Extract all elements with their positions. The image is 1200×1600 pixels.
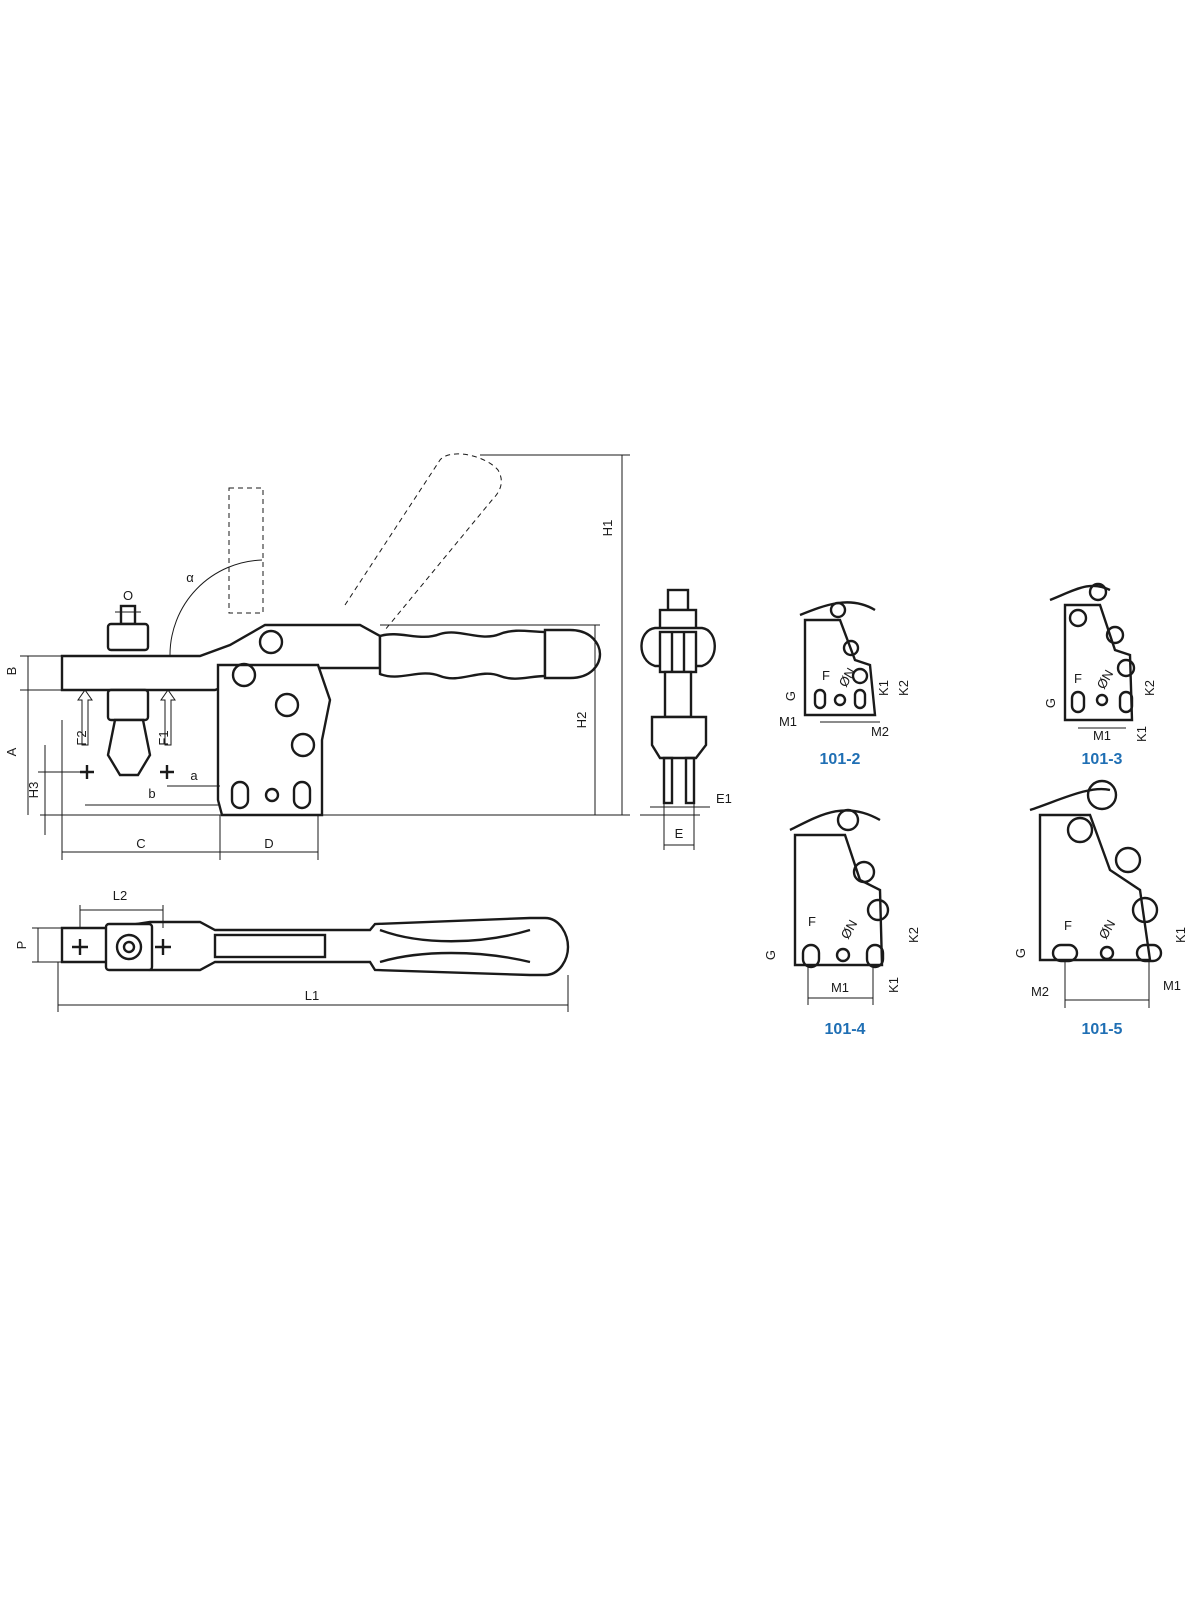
v2-G: G <box>1043 698 1058 708</box>
v4-K1: K1 <box>1173 927 1188 943</box>
v2-F: F <box>1074 671 1082 686</box>
v1-F: F <box>822 668 830 683</box>
dim-O: O <box>123 588 133 603</box>
v3-F: F <box>808 914 816 929</box>
main-view: H1 H2 B A H3 C D O a b α F2 F1 <box>4 453 630 860</box>
v3-M1: M1 <box>831 980 849 995</box>
top-view: L2 P L1 <box>14 888 570 1012</box>
variant-101-2: G F ØN K1 K2 M1 M2 101-2 <box>779 601 911 768</box>
side-view: E E1 <box>640 588 732 850</box>
v4-M1: M1 <box>1163 978 1181 993</box>
variant-101-3: G F ØN K1 K2 M1 101-3 <box>1043 582 1157 768</box>
dim-C: C <box>136 836 145 851</box>
dim-a: a <box>190 768 198 783</box>
dim-E1: E1 <box>716 791 732 806</box>
v3-K1: K1 <box>886 977 901 993</box>
dim-P: P <box>14 941 29 950</box>
dim-D: D <box>264 836 273 851</box>
variant-label-101-4: 101-4 <box>825 1021 866 1038</box>
dim-B: B <box>4 667 19 676</box>
v2-M1: M1 <box>1093 728 1111 743</box>
dim-b: b <box>148 786 155 801</box>
v1-M1: M1 <box>779 714 797 729</box>
dim-E: E <box>675 826 684 841</box>
v3-K2: K2 <box>906 927 921 943</box>
v1-M2: M2 <box>871 724 889 739</box>
variant-label-101-5: 101-5 <box>1082 1021 1123 1038</box>
v1-K1: K1 <box>876 680 891 696</box>
dim-A: A <box>4 747 19 756</box>
v1-G: G <box>783 691 798 701</box>
dim-H2: H2 <box>574 712 589 729</box>
v2-K2: K2 <box>1142 680 1157 696</box>
dim-F2: F2 <box>74 730 89 745</box>
v4-G: G <box>1013 948 1028 958</box>
variant-101-4: G F ØN K1 K2 M1 101-4 <box>763 808 921 1038</box>
dim-L2: L2 <box>113 888 127 903</box>
variant-label-101-2: 101-2 <box>820 751 861 768</box>
dim-H1: H1 <box>600 520 615 537</box>
dim-F1: F1 <box>156 730 171 745</box>
v1-K2: K2 <box>896 680 911 696</box>
variant-label-101-3: 101-3 <box>1082 751 1123 768</box>
v3-G: G <box>763 950 778 960</box>
v4-M2: M2 <box>1031 984 1049 999</box>
variant-101-5: G F ØN K1 M2 M1 101-5 <box>1013 779 1188 1038</box>
dim-H3: H3 <box>26 782 41 799</box>
dim-alpha: α <box>186 570 194 585</box>
v4-F: F <box>1064 918 1072 933</box>
dim-L1: L1 <box>305 988 319 1003</box>
v2-K1: K1 <box>1134 726 1149 742</box>
